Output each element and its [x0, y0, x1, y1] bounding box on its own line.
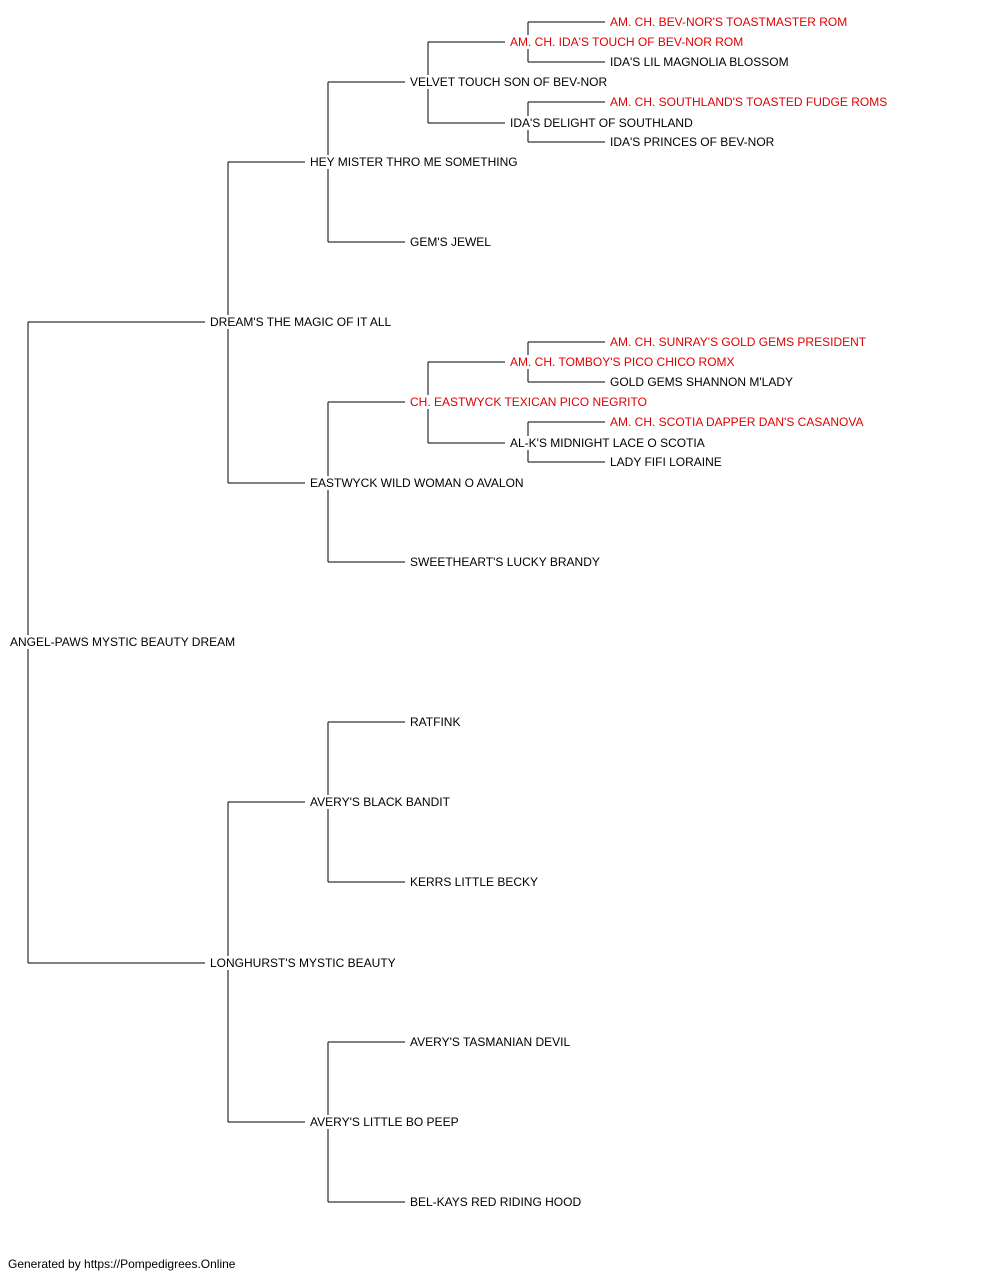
dog-name: BEL-KAYS RED RIDING HOOD	[408, 1195, 584, 1209]
dog-name: AVERY'S LITTLE BO PEEP	[308, 1115, 461, 1129]
dog-name-champion: AM. CH. IDA'S TOUCH OF BEV-NOR ROM	[508, 35, 746, 49]
dog-name: IDA'S LIL MAGNOLIA BLOSSOM	[608, 55, 791, 69]
dog-name: VELVET TOUCH SON OF BEV-NOR	[408, 75, 610, 89]
dog-name: LADY FIFI LORAINE	[608, 455, 724, 469]
dog-name: AL-K'S MIDNIGHT LACE O SCOTIA	[508, 436, 707, 450]
dog-name-champion: AM. CH. BEV-NOR'S TOASTMASTER ROM	[608, 15, 850, 29]
dog-name: DREAM'S THE MAGIC OF IT ALL	[208, 315, 394, 329]
dog-name: SWEETHEART'S LUCKY BRANDY	[408, 555, 602, 569]
dog-name: GOLD GEMS SHANNON M'LADY	[608, 375, 795, 389]
dog-name: KERRS LITTLE BECKY	[408, 875, 541, 889]
dog-name: HEY MISTER THRO ME SOMETHING	[308, 155, 520, 169]
footer-credit: Generated by https://Pompedigrees.Online	[8, 1257, 236, 1271]
dog-name: AVERY'S BLACK BANDIT	[308, 795, 452, 809]
dog-name: GEM'S JEWEL	[408, 235, 493, 249]
dog-name-champion: AM. CH. SUNRAY'S GOLD GEMS PRESIDENT	[608, 335, 869, 349]
dog-name: IDA'S PRINCES OF BEV-NOR	[608, 135, 777, 149]
dog-name: ANGEL-PAWS MYSTIC BEAUTY DREAM	[8, 635, 238, 649]
dog-name: RATFINK	[408, 715, 463, 729]
dog-name-champion: AM. CH. SOUTHLAND'S TOASTED FUDGE ROMS	[608, 95, 890, 109]
dog-name: AVERY'S TASMANIAN DEVIL	[408, 1035, 573, 1049]
dog-name: LONGHURST'S MYSTIC BEAUTY	[208, 956, 398, 970]
dog-name: IDA'S DELIGHT OF SOUTHLAND	[508, 116, 695, 130]
dog-name-champion: AM. CH. SCOTIA DAPPER DAN'S CASANOVA	[608, 415, 866, 429]
dog-name-champion: AM. CH. TOMBOY'S PICO CHICO ROMX	[508, 355, 737, 369]
dog-name-champion: CH. EASTWYCK TEXICAN PICO NEGRITO	[408, 395, 649, 409]
dog-name: EASTWYCK WILD WOMAN O AVALON	[308, 476, 526, 490]
